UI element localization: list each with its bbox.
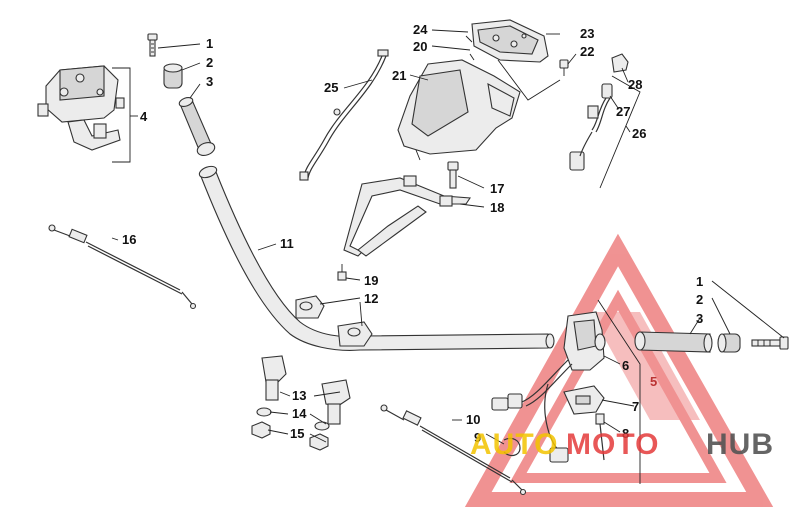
- bolt-part-17: [447, 161, 459, 189]
- callout-9: 9: [474, 430, 481, 445]
- callout-21: 21: [392, 68, 406, 83]
- watermark-text: AUTO MOTO HUB: [470, 428, 774, 461]
- bracket-lines-instrument: [497, 59, 561, 101]
- callout-23: 23: [580, 26, 594, 41]
- switch-lower-part-7: [563, 385, 605, 415]
- nut-part-19: [337, 264, 347, 281]
- cable-part-10: [380, 404, 527, 496]
- callout-11: 11: [280, 236, 294, 251]
- right-grip-assembly: [634, 331, 789, 353]
- switch-housing-part-6: [563, 311, 606, 371]
- callout-28: 28: [628, 77, 642, 92]
- callout-15: 15: [290, 426, 304, 441]
- callout-7: 7: [632, 399, 639, 414]
- bracket-part-5: [597, 299, 641, 484]
- end-cap-part-2-left: [163, 63, 183, 89]
- callout-labels: 1 2 3 4 25 24 20 21 23 22 28 27 26 17 18…: [122, 22, 703, 445]
- nut-part-15: [251, 421, 329, 451]
- switch-harness-part-26: [569, 53, 629, 171]
- callout-12: 12: [364, 291, 378, 306]
- callout-8: 8: [622, 426, 629, 441]
- end-cap-part-2-right: [717, 333, 741, 353]
- bolt-part-1-right: [751, 336, 789, 350]
- callout-19: 19: [364, 273, 378, 288]
- watermark-word-auto: AUTO: [470, 428, 558, 461]
- callout-22: 22: [580, 44, 594, 59]
- watermark-logo: [464, 233, 774, 507]
- callout-1-right: 1: [696, 274, 703, 289]
- bolt-part-1-left: [147, 33, 158, 57]
- clip-part-9: [503, 437, 521, 457]
- watermark-word-hub: HUB: [706, 428, 774, 461]
- cable-part-25: [299, 49, 389, 181]
- watermark-word-moto: MOTO: [566, 428, 659, 461]
- callout-2-right: 2: [696, 292, 703, 307]
- screw-part-8: [595, 413, 605, 461]
- instrument-gauge-part-23: [465, 19, 549, 63]
- callout-5: 5: [650, 374, 657, 389]
- grip-part-3-left: [178, 96, 216, 156]
- throttle-housing-part-4: [37, 65, 125, 151]
- switch-harness-part-5: [491, 359, 573, 463]
- left-grip-assembly: [147, 33, 216, 156]
- leader-lines: [111, 29, 785, 445]
- cable-part-16: [48, 224, 197, 310]
- bracket-part-26: [599, 75, 641, 189]
- callout-14: 14: [292, 406, 307, 421]
- instrument-cover-part-21: [397, 59, 521, 161]
- callout-6: 6: [622, 358, 629, 373]
- screw-part-22: [559, 59, 569, 76]
- callout-20: 20: [413, 39, 427, 54]
- callout-1-left: 1: [206, 36, 213, 51]
- callout-3-right: 3: [696, 311, 703, 326]
- upper-clamp-part-12: [295, 295, 373, 347]
- callout-26: 26: [632, 126, 646, 141]
- support-bracket-part-18: [343, 175, 471, 257]
- callout-10: 10: [466, 412, 480, 427]
- callout-18: 18: [490, 200, 504, 215]
- callout-17: 17: [490, 181, 504, 196]
- grip-part-3-right: [634, 331, 713, 353]
- callout-4: 4: [140, 109, 148, 124]
- callout-24: 24: [413, 22, 428, 37]
- callout-25: 25: [324, 80, 338, 95]
- callout-13: 13: [292, 388, 306, 403]
- bracket-part-4: [112, 67, 138, 163]
- callout-2-left: 2: [206, 55, 213, 70]
- callout-16: 16: [122, 232, 136, 247]
- callout-27: 27: [616, 104, 630, 119]
- callout-3-left: 3: [206, 74, 213, 89]
